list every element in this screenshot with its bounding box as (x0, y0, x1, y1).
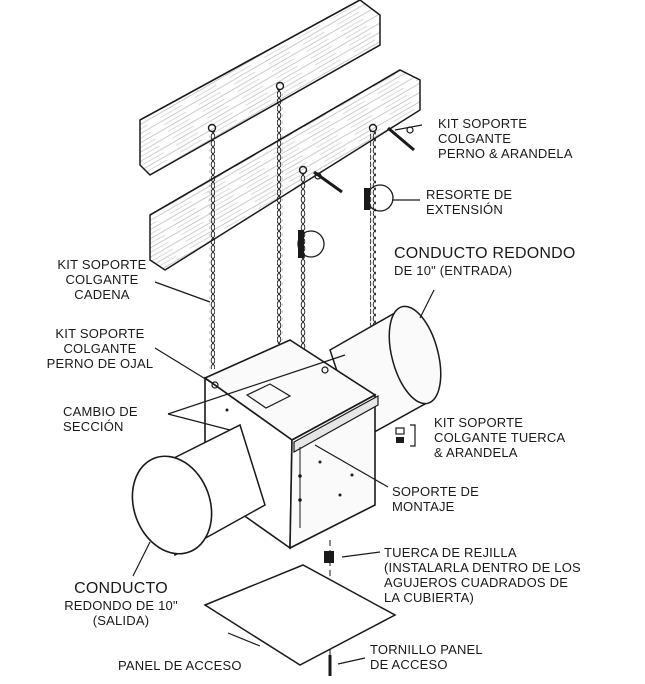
label-mounting-bracket: SOPORTE DE MONTAJE (392, 484, 480, 514)
mounting-bracket-strip (293, 394, 379, 454)
chain-back (277, 89, 283, 344)
label-access-panel: PANEL DE ACCESO (118, 658, 242, 673)
chain-left (209, 131, 215, 369)
label-hanger-bolt-washer: KIT SOPORTE COLGANTE PERNO & ARANDELA (438, 116, 573, 161)
label-grille-nut: TUERCA DE REJILLA (INSTALARLA DENTRO DE … (384, 545, 581, 605)
nut-washer-kit (395, 424, 416, 447)
label-hanger-chain: KIT SOPORTE COLGANTE CADENA (57, 257, 147, 302)
label-round-duct-inlet: CONDUCTO REDONDO DE 10" (ENTRADA) (394, 245, 576, 278)
top-cutout (245, 383, 292, 409)
access-panel (203, 564, 397, 666)
hanger-chains (207, 81, 378, 411)
leader-lines (132, 124, 435, 665)
spring-front (298, 230, 304, 258)
outlet-duct (131, 423, 266, 557)
label-section-change: CAMBIO DE SECCIÓN (63, 404, 138, 434)
ceiling-joists (139, 0, 421, 271)
extension-springs (297, 184, 394, 258)
label-round-duct-outlet: CONDUCTO REDONDO DE 10" (SALIDA) (64, 580, 178, 628)
chain-front (300, 173, 306, 411)
chain-right (370, 131, 376, 396)
label-access-panel-screw: TORNILLO PANEL DE ACCESO (370, 642, 483, 672)
label-hanger-eye-bolt: KIT SOPORTE COLGANTE PERNO DE OJAL (46, 326, 154, 371)
spring-right (364, 188, 370, 210)
grille-nut (324, 551, 334, 563)
label-extension-spring: RESORTE DE EXTENSIÓN (426, 187, 513, 217)
hanger-bolts (313, 126, 415, 194)
label-hanger-nut-washer: KIT SOPORTE COLGANTE TUERCA & ARANDELA (434, 415, 566, 460)
